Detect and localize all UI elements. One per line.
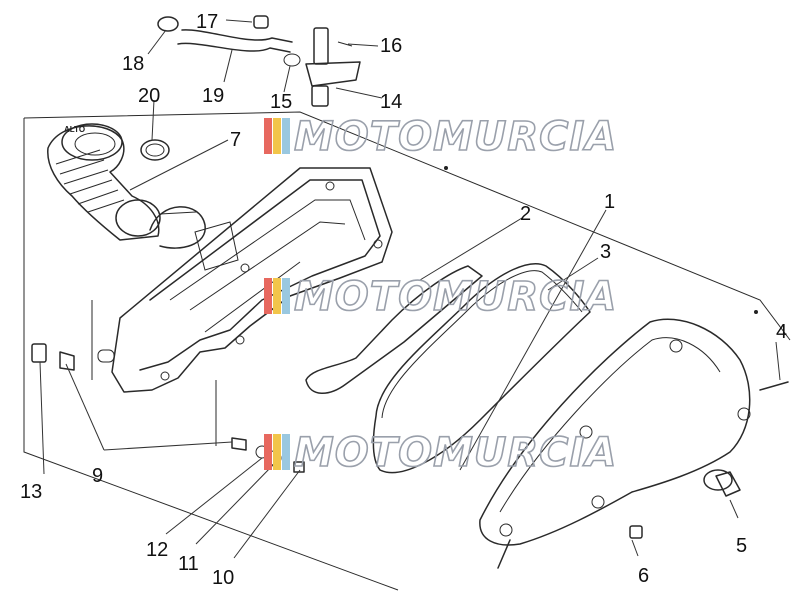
callout-5: 5: [736, 535, 747, 557]
watermark-3: MOTOMURCIA: [264, 429, 617, 477]
callout-10: 10: [212, 567, 234, 589]
callout-6: 6: [638, 565, 649, 587]
hose-clamps: [140, 139, 206, 249]
assembly-frame: [23, 111, 791, 591]
filter-cover: [479, 318, 751, 569]
breather-parts: [157, 15, 361, 107]
gasket: [305, 265, 483, 394]
watermark-2: MOTOMURCIA: [264, 273, 617, 321]
callout-2: 2: [520, 203, 531, 225]
watermark-text: MOTOMURCIA: [294, 430, 617, 476]
callout-16: 16: [380, 35, 402, 57]
callout-7: 7: [230, 129, 241, 151]
callout-17: 17: [196, 11, 218, 33]
filter-case: [97, 167, 393, 393]
callout-15: 15: [270, 91, 292, 113]
callout-19: 19: [202, 85, 224, 107]
callout-18: 18: [122, 53, 144, 75]
callout-12: 12: [146, 539, 168, 561]
callout-3: 3: [600, 241, 611, 263]
watermark-text: MOTOMURCIA: [294, 114, 617, 160]
sealing-ring: [372, 263, 591, 474]
callout-1: 1: [604, 191, 615, 213]
callout-4: 4: [776, 321, 787, 343]
tube-stamp: ALTO: [64, 125, 85, 134]
callout-9: 9: [92, 465, 103, 487]
intake-duct: ALTO: [47, 123, 161, 241]
watermark-1: MOTOMURCIA: [264, 113, 617, 161]
watermark-text: MOTOMURCIA: [294, 274, 617, 320]
callout-20: 20: [138, 85, 160, 107]
callout-13: 13: [20, 481, 42, 503]
callout-11: 11: [178, 553, 199, 575]
leader-lines: [39, 19, 781, 559]
callout-14: 14: [380, 91, 402, 113]
callouts: 1 2 3 4 5 6 7 9 10 11 12 13 14 15 16 17 …: [20, 11, 787, 589]
